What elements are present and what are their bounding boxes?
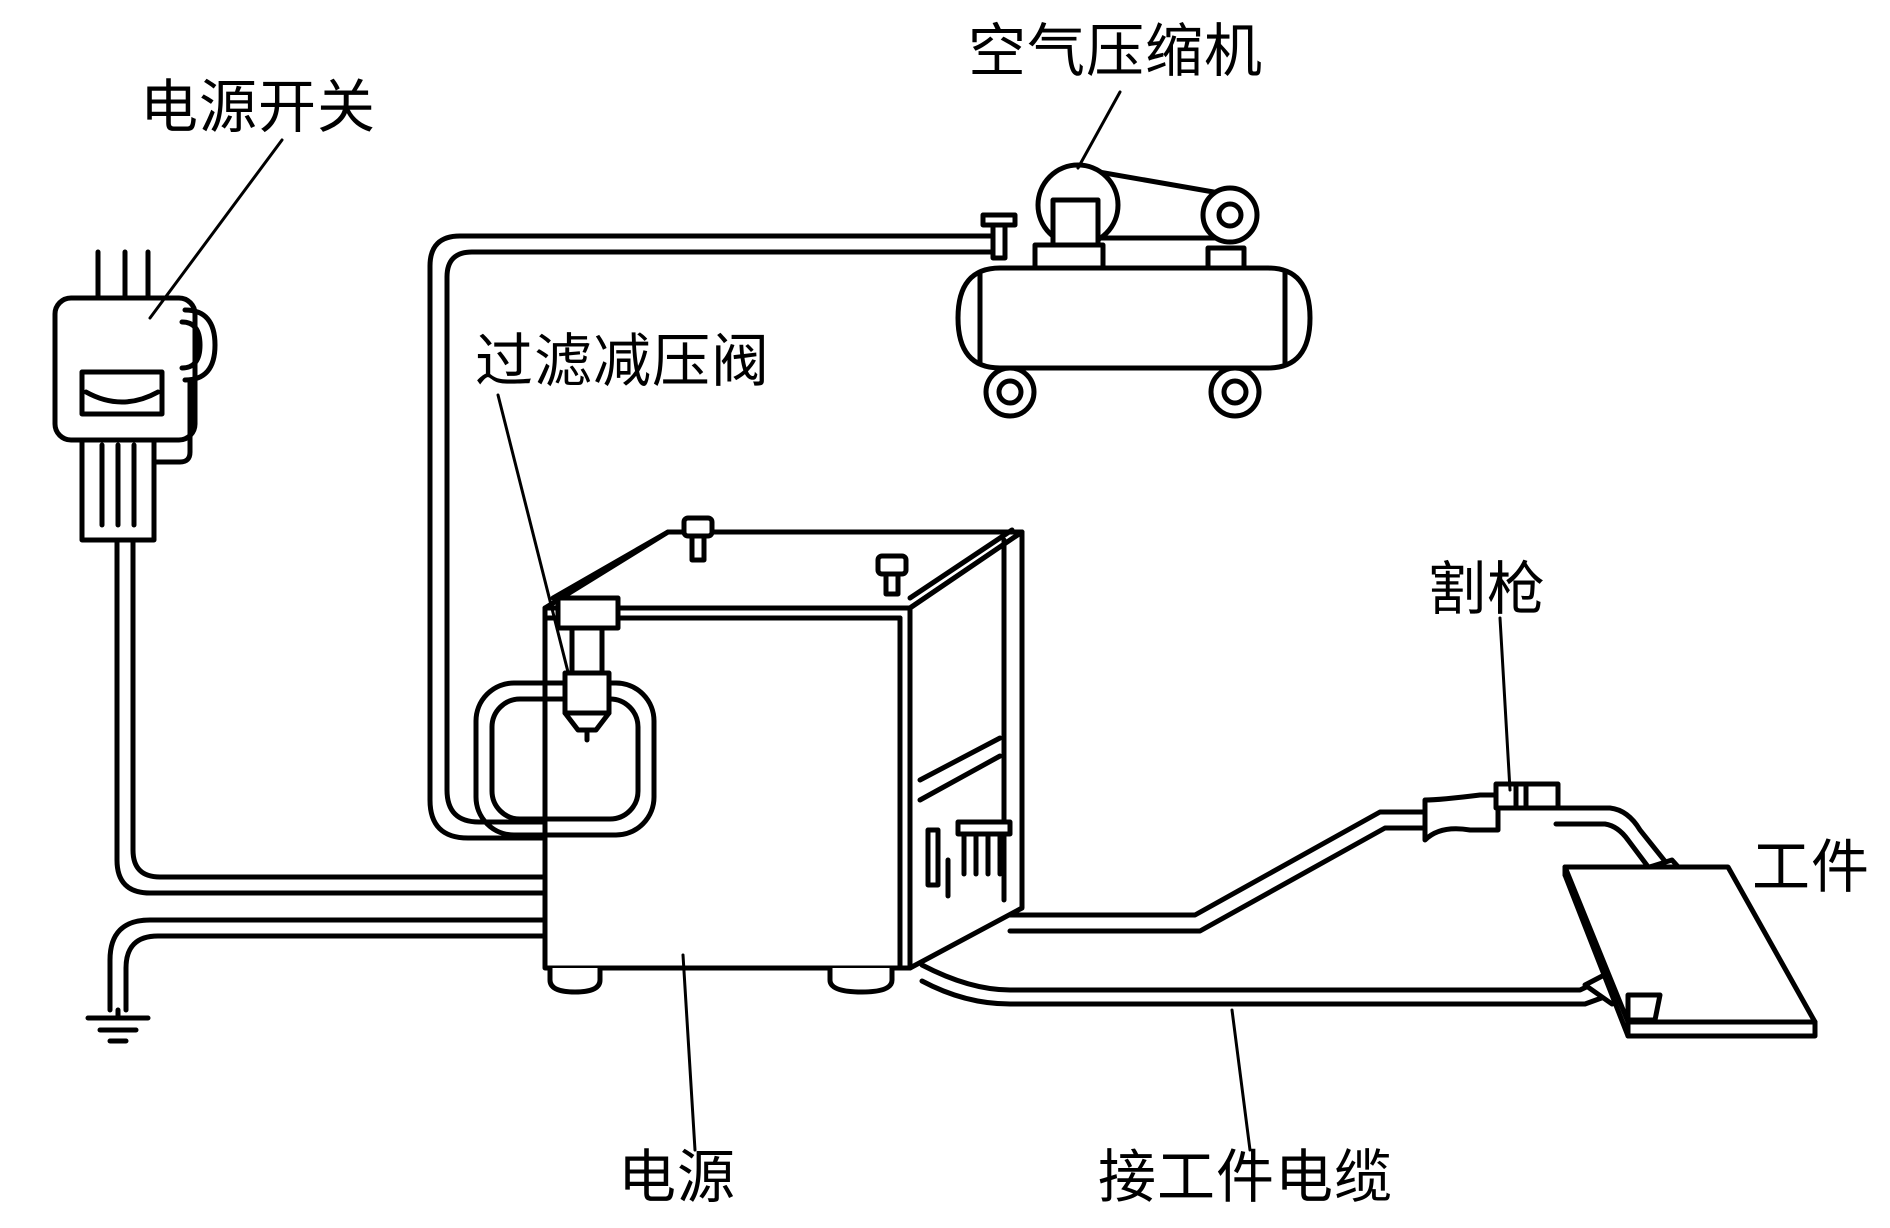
power-cable — [114, 537, 548, 896]
air-compressor — [955, 162, 1313, 419]
air-hose — [427, 233, 996, 841]
workpiece — [1562, 864, 1818, 1039]
power-switch — [52, 249, 218, 543]
label-power-switch: 电源开关 — [140, 73, 377, 141]
label-air-compressor: 空气压缩机 — [968, 17, 1264, 85]
label-cutting-torch: 割枪 — [1428, 555, 1547, 623]
ground-symbol — [85, 1007, 151, 1044]
label-workpiece: 工件 — [1752, 833, 1871, 901]
label-work-cable: 接工件电缆 — [1098, 1143, 1394, 1211]
leader-lines — [148, 90, 1512, 1152]
label-filter-regulator: 过滤减压阀 — [475, 327, 771, 395]
filter-regulator — [473, 595, 657, 838]
work-cable — [919, 962, 1663, 1013]
torch-cable — [1007, 809, 1438, 934]
label-power-source: 电源 — [618, 1143, 737, 1211]
power-source-cabinet — [542, 515, 1025, 995]
ground-cable — [107, 917, 548, 1013]
